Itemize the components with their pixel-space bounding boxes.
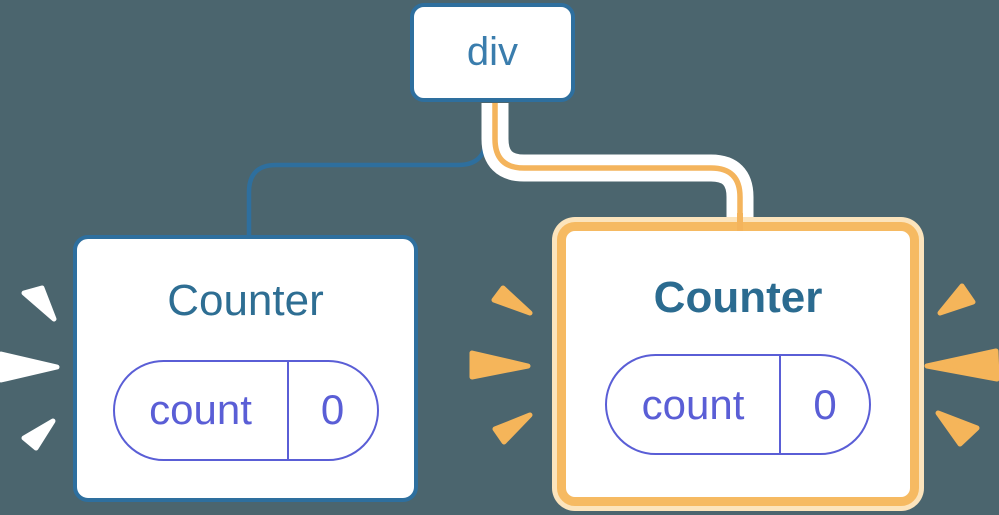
burst-right-counter-left bbox=[469, 285, 533, 445]
burst-ray bbox=[491, 285, 533, 316]
edge-highlight-casing bbox=[481, 103, 754, 219]
tree-node-div: div bbox=[410, 3, 575, 102]
state-pill-value: 0 bbox=[286, 361, 377, 459]
state-pill-key: count bbox=[149, 386, 252, 434]
burst-ray bbox=[492, 412, 533, 445]
burst-ray bbox=[21, 285, 57, 322]
burst-right-counter-right bbox=[924, 283, 999, 447]
edge-div-to-left-counter bbox=[246, 103, 489, 237]
burst-ray bbox=[935, 410, 980, 447]
state-pill: count 0 bbox=[112, 359, 379, 461]
edge-div-to-right-counter-highlighted bbox=[492, 103, 743, 232]
edge-highlight-entry-stub bbox=[737, 213, 743, 231]
tree-node-div-label: div bbox=[466, 30, 519, 74]
counter-title: Counter bbox=[167, 276, 324, 326]
counter-title: Counter bbox=[653, 272, 823, 322]
burst-ray bbox=[469, 350, 531, 380]
state-pill-key: count bbox=[641, 380, 745, 428]
burst-ray bbox=[21, 418, 56, 451]
counter-node-left: Counter count 0 bbox=[73, 235, 418, 502]
state-pill-value: 0 bbox=[779, 356, 869, 454]
burst-left-counter bbox=[0, 285, 60, 451]
burst-ray bbox=[0, 351, 60, 383]
burst-ray bbox=[937, 283, 976, 316]
state-pill: count 0 bbox=[605, 354, 871, 456]
burst-ray bbox=[924, 348, 999, 382]
counter-node-right-highlighted: Counter count 0 bbox=[557, 222, 919, 506]
